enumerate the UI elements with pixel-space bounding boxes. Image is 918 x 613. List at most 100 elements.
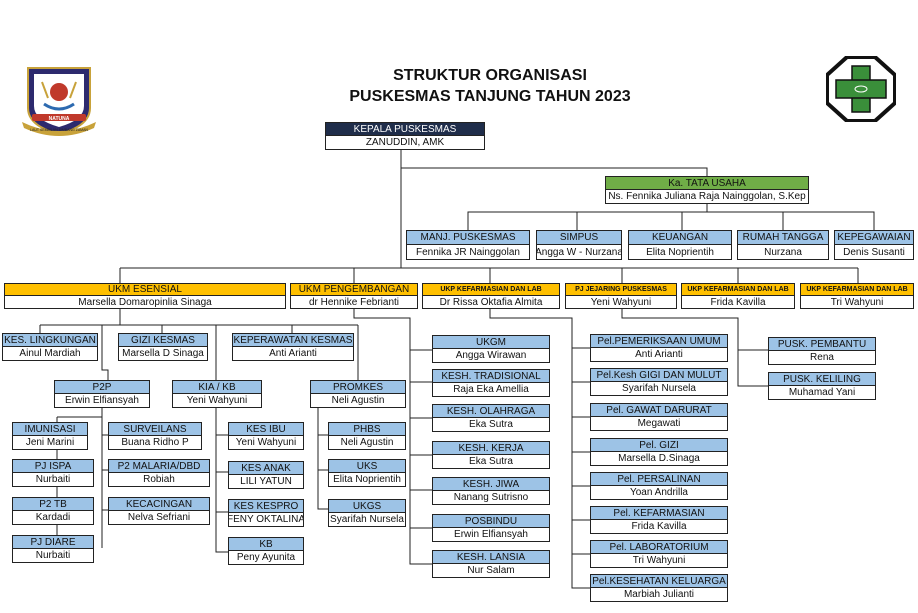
keperawatan-kesmas-box: KEPERAWATAN KESMAS Anti Arianti (232, 333, 354, 361)
pel-gigi-mulut-box: Pel.Kesh GIGI DAN MULUT Syarifah Nursela (590, 368, 728, 396)
person-name: Rena (769, 351, 875, 364)
pj-diare-box: PJ DIARE Nurbaiti (12, 535, 94, 563)
person-name: Denis Susanti (835, 245, 913, 259)
person-name: Buana Ridho P (109, 436, 201, 449)
person-name: Anti Arianti (591, 348, 727, 361)
surveilans-box: SURVEILANS Buana Ridho P (108, 422, 202, 450)
kia-kb-box: KIA / KB Yeni Wahyuni (172, 380, 262, 408)
pj-jejaring-box: PJ JEJARING PUSKESMAS Yeni Wahyuni (565, 283, 677, 309)
tata-usaha-box: Ka. TATA USAHA Ns. Fennika Juliana Raja … (605, 176, 809, 204)
person-name: Nurzana (738, 245, 828, 259)
role-label: KES IBU (229, 423, 303, 436)
person-name: dr Hennike Febrianti (291, 296, 417, 308)
role-label: PUSK. KELILING (769, 373, 875, 386)
p2-malaria-dbd-box: P2 MALARIA/DBD Robiah (108, 459, 210, 487)
person-name: Frida Kavilla (682, 296, 794, 308)
kes-ibu-box: KES IBU Yeni Wahyuni (228, 422, 304, 450)
pel-laboratorium-box: Pel. LABORATORIUM Tri Wahyuni (590, 540, 728, 568)
person-name: Angga W - Nurzana (537, 245, 621, 259)
person-name: Marbiah Julianti (591, 588, 727, 601)
role-label: P2P (55, 381, 149, 394)
role-label: Ka. TATA USAHA (606, 177, 808, 190)
role-label: UKP KEFARMASIAN DAN LAB (423, 284, 559, 296)
role-label: Pel.Kesh GIGI DAN MULUT (591, 369, 727, 382)
role-label: PJ DIARE (13, 536, 93, 549)
manj-puskesmas-box: MANJ. PUSKESMAS Fennika JR Nainggolan (406, 230, 530, 260)
role-label: KES. LINGKUNGAN (3, 334, 97, 347)
person-name: Elita Noprientih (329, 473, 405, 486)
ukp-kefarmasian-lab-box-3: UKP KEFARMASIAN DAN LAB Tri Wahyuni (800, 283, 914, 309)
person-name: Syarifah Nursela (591, 382, 727, 395)
person-name: Marsella Domaropinlia Sinaga (5, 296, 285, 308)
kesh-jiwa-box: KESH. JIWA Nanang Sutrisno (432, 477, 550, 505)
chart-title-line1: STRUKTUR ORGANISASI (393, 67, 587, 84)
role-label: KESH. KERJA (433, 442, 549, 455)
person-name: Muhamad Yani (769, 386, 875, 399)
person-name: Peny Ayunita (229, 551, 303, 564)
role-label: P2 TB (13, 498, 93, 511)
rumah-tangga-box: RUMAH TANGGA Nurzana (737, 230, 829, 260)
kesh-lansia-box: KESH. LANSIA Nur Salam (432, 550, 550, 578)
kepegawaian-box: KEPEGAWAIAN Denis Susanti (834, 230, 914, 260)
ukp-kefarmasian-lab-box-2: UKP KEFARMASIAN DAN LAB Frida Kavilla (681, 283, 795, 309)
person-name: FENY OKTALINA (229, 513, 303, 526)
imunisasi-box: IMUNISASI Jeni Marini (12, 422, 88, 450)
person-name: Yoan Andrilla (591, 486, 727, 499)
role-label: Pel. GIZI (591, 439, 727, 452)
kesh-olahraga-box: KESH. OLAHRAGA Eka Sutra (432, 404, 550, 432)
gizi-kesmas-box: GIZI KESMAS Marsella D Sinaga (118, 333, 208, 361)
pel-persalinan-box: Pel. PERSALINAN Yoan Andrilla (590, 472, 728, 500)
ukgm-box: UKGM Angga Wirawan (432, 335, 550, 363)
role-label: Pel. LABORATORIUM (591, 541, 727, 554)
role-label: UKM PENGEMBANGAN (291, 284, 417, 296)
role-label: UKP KEFARMASIAN DAN LAB (682, 284, 794, 296)
pel-pemeriksaan-umum-box: Pel.PEMERIKSAAN UMUM Anti Arianti (590, 334, 728, 362)
person-name: Marsella D.Sinaga (591, 452, 727, 465)
role-label: Pel.KESEHATAN KELUARGA (591, 575, 727, 588)
person-name: Nurbaiti (13, 473, 93, 486)
chart-title-line2: PUSKESMAS TANJUNG TAHUN 2023 (349, 88, 631, 105)
kes-anak-box: KES ANAK LILI YATUN (228, 461, 304, 489)
person-name: Elita Noprientih (629, 245, 731, 259)
person-name: Yeni Wahyuni (229, 436, 303, 449)
person-name: ZANUDDIN, AMK (326, 136, 484, 149)
role-label: PUSK. PEMBANTU (769, 338, 875, 351)
person-name: LILI YATUN (229, 475, 303, 488)
regency-crest-icon: NATUNA LAUT SEMBILAN SIMBANG ZAMAN (22, 67, 96, 136)
person-name: Eka Sutra (433, 418, 549, 431)
role-label: KESH. TRADISIONAL (433, 370, 549, 383)
person-name: Tri Wahyuni (801, 296, 913, 308)
person-name: Dr Rissa Oktafia Almita (423, 296, 559, 308)
person-name: Ainul Mardiah (3, 347, 97, 360)
pusk-keliling-box: PUSK. KELILING Muhamad Yani (768, 372, 876, 400)
role-label: UKM ESENSIAL (5, 284, 285, 296)
person-name: Marsella D Sinaga (119, 347, 207, 360)
ukm-esensial-box: UKM ESENSIAL Marsella Domaropinlia Sinag… (4, 283, 286, 309)
svg-text:LAUT SEMBILAN SIMBANG ZAMAN: LAUT SEMBILAN SIMBANG ZAMAN (30, 128, 88, 132)
role-label: PROMKES (311, 381, 405, 394)
pel-kefarmasian-box: Pel. KEFARMASIAN Frida Kavilla (590, 506, 728, 534)
person-name: Tri Wahyuni (591, 554, 727, 567)
role-label: KESH. LANSIA (433, 551, 549, 564)
person-name: Erwin Elfiansyah (433, 528, 549, 541)
role-label: KIA / KB (173, 381, 261, 394)
uks-box: UKS Elita Noprientih (328, 459, 406, 487)
promkes-box: PROMKES Neli Agustin (310, 380, 406, 408)
role-label: POSBINDU (433, 515, 549, 528)
simpus-box: SIMPUS Angga W - Nurzana (536, 230, 622, 260)
role-label: GIZI KESMAS (119, 334, 207, 347)
role-label: PHBS (329, 423, 405, 436)
role-label: Pel.PEMERIKSAAN UMUM (591, 335, 727, 348)
person-name: Raja Eka Amellia (433, 383, 549, 396)
ukp-kefarmasian-lab-box-1: UKP KEFARMASIAN DAN LAB Dr Rissa Oktafia… (422, 283, 560, 309)
role-label: KEPALA PUSKESMAS (326, 123, 484, 136)
role-label: Pel. PERSALINAN (591, 473, 727, 486)
person-name: Kardadi (13, 511, 93, 524)
person-name: Frida Kavilla (591, 520, 727, 533)
role-label: P2 MALARIA/DBD (109, 460, 209, 473)
role-label: Pel. GAWAT DARURAT (591, 404, 727, 417)
person-name: Jeni Marini (13, 436, 87, 449)
person-name: Robiah (109, 473, 209, 486)
kes-kespro-box: KES KESPRO FENY OKTALINA (228, 499, 304, 527)
role-label: RUMAH TANGGA (738, 231, 828, 245)
